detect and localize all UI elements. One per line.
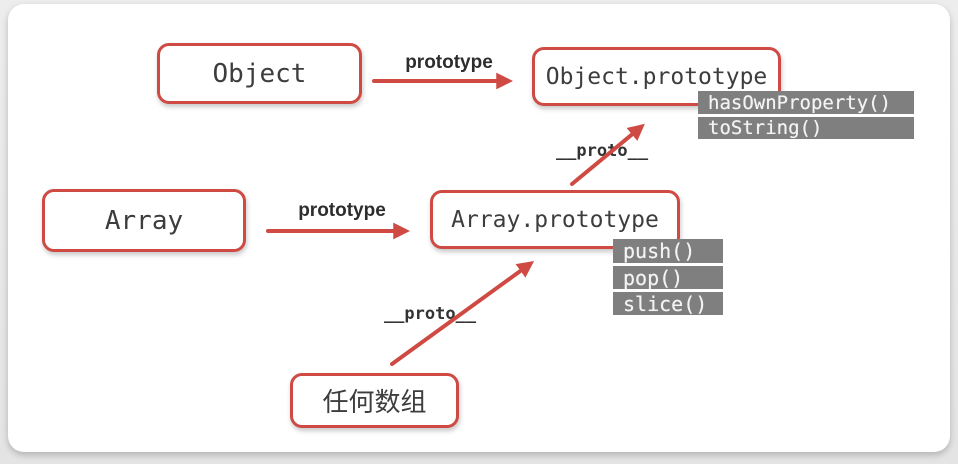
node-array: Array: [42, 189, 246, 252]
edge-label-object-prototype: prototype: [405, 52, 493, 73]
method-chip-pop-label: pop(): [623, 265, 684, 290]
node-object-prototype: Object.prototype: [532, 47, 781, 106]
edge-label-proto-lower: __proto__: [383, 304, 477, 324]
node-object: Object: [157, 43, 362, 104]
method-chip-hasownproperty: hasOwnProperty(): [698, 91, 914, 114]
edge-label-proto-upper: __proto__: [555, 141, 649, 161]
method-chip-tostring: toString(): [698, 117, 914, 139]
node-array-prototype-label: Array.prototype: [451, 206, 659, 233]
method-chip-slice-label: slice(): [623, 291, 708, 316]
method-chip-push: push(): [613, 239, 723, 263]
method-chip-pop: pop(): [613, 265, 723, 290]
method-chip-slice: slice(): [613, 291, 723, 316]
method-chip-hasownproperty-label: hasOwnProperty(): [708, 91, 892, 114]
node-object-prototype-label: Object.prototype: [545, 63, 768, 90]
node-any-array: 任何数组: [290, 373, 459, 428]
node-array-label: Array: [104, 205, 184, 236]
edge-label-array-prototype: prototype: [298, 200, 386, 221]
method-chip-push-label: push(): [623, 239, 696, 263]
node-object-label: Object: [212, 58, 307, 89]
node-any-array-label: 任何数组: [322, 388, 427, 418]
method-chip-tostring-label: toString(): [708, 117, 823, 139]
